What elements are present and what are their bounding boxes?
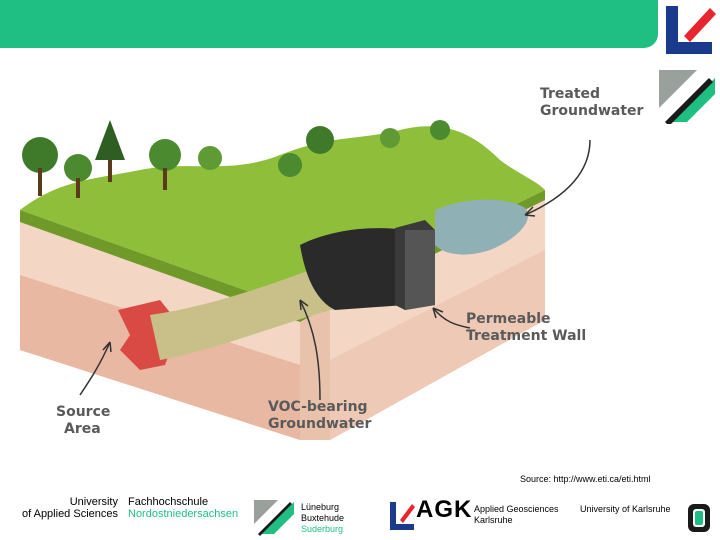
footer-applied-geosciences: Applied Geosciences Karlsruhe xyxy=(474,504,559,525)
trees xyxy=(22,120,450,198)
agk-label: AGK xyxy=(416,496,473,523)
fachhochschule-logo-icon xyxy=(659,70,715,124)
source-citation: Source: http://www.eti.ca/eti.html xyxy=(520,474,651,484)
footer-cities: Lüneburg Buxtehude Suderburg xyxy=(301,502,345,534)
permeable-treatment-wall-diagram xyxy=(20,120,591,440)
footer-university: University of Applied Sciences xyxy=(21,496,118,520)
treated-groundwater xyxy=(435,199,529,255)
agk-logo-icon xyxy=(390,502,415,530)
header-bar xyxy=(0,0,658,48)
footer-uni-karlsruhe: University of Karlsruhe xyxy=(580,504,671,514)
ground-surface xyxy=(20,126,545,310)
university-logo-icon xyxy=(666,6,716,54)
footer-fachhochschule: Fachhochschule Nordostniedersachsen xyxy=(128,496,239,520)
karlsruhe-logo-icon xyxy=(688,504,710,532)
fachhochschule-footer-logo-icon xyxy=(254,500,294,536)
wall-trench xyxy=(300,228,405,310)
